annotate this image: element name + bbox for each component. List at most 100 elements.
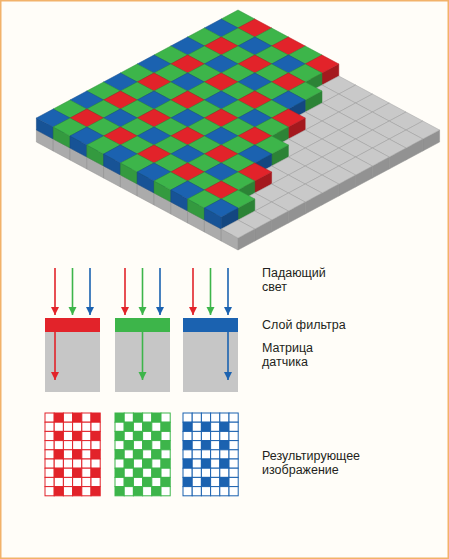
pixel-cell [143, 477, 152, 486]
pixel-cell [201, 477, 210, 486]
pixel-cell [143, 487, 152, 496]
part-label: Слой фильтра [262, 318, 402, 332]
pixel-cell [192, 450, 201, 459]
pixel-cell [91, 459, 100, 468]
result-grids [45, 413, 238, 496]
pixel-cell [229, 441, 238, 450]
pixel-cell [133, 487, 142, 496]
pixel-cell [133, 413, 142, 422]
light-arrow [159, 268, 161, 315]
pixel-cell [133, 459, 142, 468]
pixel-cell [183, 477, 192, 486]
part-label: Матрица датчика [262, 341, 342, 370]
pixel-cell [73, 422, 82, 431]
pixel-cell [152, 459, 161, 468]
sensor-body [115, 332, 170, 392]
pixel-cell [45, 450, 54, 459]
pixel-cell [220, 459, 229, 468]
bayer-mosaic [36, 10, 439, 250]
pixel-cell [183, 441, 192, 450]
pixel-cell [161, 477, 170, 486]
pixel-cell [115, 459, 124, 468]
pixel-cell [63, 468, 72, 477]
pixel-cell [152, 441, 161, 450]
green-result-grid [115, 413, 170, 496]
pixel-cell [45, 487, 54, 496]
pixel-cell [229, 487, 238, 496]
pixel-cell [143, 413, 152, 422]
pixel-cell [220, 468, 229, 477]
pixel-cell [201, 441, 210, 450]
pixel-cell [115, 413, 124, 422]
pixel-cell [82, 431, 91, 440]
pixel-cell [63, 413, 72, 422]
pixel-cell [183, 450, 192, 459]
pixel-cell [73, 459, 82, 468]
pixel-cell [229, 468, 238, 477]
pixel-cell [124, 431, 133, 440]
pixel-cell [201, 468, 210, 477]
pixel-cell [82, 441, 91, 450]
pixel-cell [152, 431, 161, 440]
blue-result-grid [183, 413, 238, 496]
light-arrow [124, 268, 126, 315]
pixel-cell [183, 431, 192, 440]
pixel-cell [152, 477, 161, 486]
pixel-cell [229, 431, 238, 440]
pixel-cell [161, 422, 170, 431]
pixel-cell [220, 441, 229, 450]
pixel-cell [220, 431, 229, 440]
pixel-cell [192, 477, 201, 486]
pixel-cell [192, 413, 201, 422]
pixel-cell [211, 450, 220, 459]
pixel-cell [115, 431, 124, 440]
pixel-cell [63, 487, 72, 496]
pixel-cell [124, 468, 133, 477]
pixel-cell [133, 468, 142, 477]
pixel-cell [211, 422, 220, 431]
pixel-cell [201, 431, 210, 440]
pixel-cell [45, 441, 54, 450]
transmitted-arrow [142, 332, 144, 380]
sensor-body [183, 332, 238, 392]
pixel-cell [133, 441, 142, 450]
pixel-cell [143, 431, 152, 440]
pixel-cell [152, 422, 161, 431]
pixel-cell [54, 450, 63, 459]
pixel-cell [54, 477, 63, 486]
light-arrow [210, 268, 212, 315]
pixel-cell [91, 422, 100, 431]
pixel-cell [211, 468, 220, 477]
pixel-cell [220, 477, 229, 486]
pixel-cell [201, 422, 210, 431]
pixel-cell [161, 450, 170, 459]
pixel-cell [124, 487, 133, 496]
red-filter [45, 318, 100, 332]
pixel-cell [161, 487, 170, 496]
pixel-cell [183, 459, 192, 468]
light-arrow [227, 268, 229, 315]
pixel-cell [143, 468, 152, 477]
pixel-cell [124, 422, 133, 431]
pixel-cell [183, 413, 192, 422]
pixel-cell [54, 413, 63, 422]
part-label: Падающий свет [262, 266, 342, 295]
pixel-cell [63, 431, 72, 440]
pixel-cell [161, 413, 170, 422]
pixel-cell [73, 413, 82, 422]
pixel-cell [143, 459, 152, 468]
pixel-cell [91, 413, 100, 422]
pixel-cell [73, 450, 82, 459]
pixel-cell [73, 487, 82, 496]
pixel-cell [82, 422, 91, 431]
pixel-cell [73, 477, 82, 486]
pixel-cell [152, 487, 161, 496]
pixel-cell [161, 431, 170, 440]
pixel-cell [73, 468, 82, 477]
pixel-cell [91, 487, 100, 496]
light-arrow [54, 268, 56, 315]
pixel-cell [82, 487, 91, 496]
pixel-cell [82, 468, 91, 477]
